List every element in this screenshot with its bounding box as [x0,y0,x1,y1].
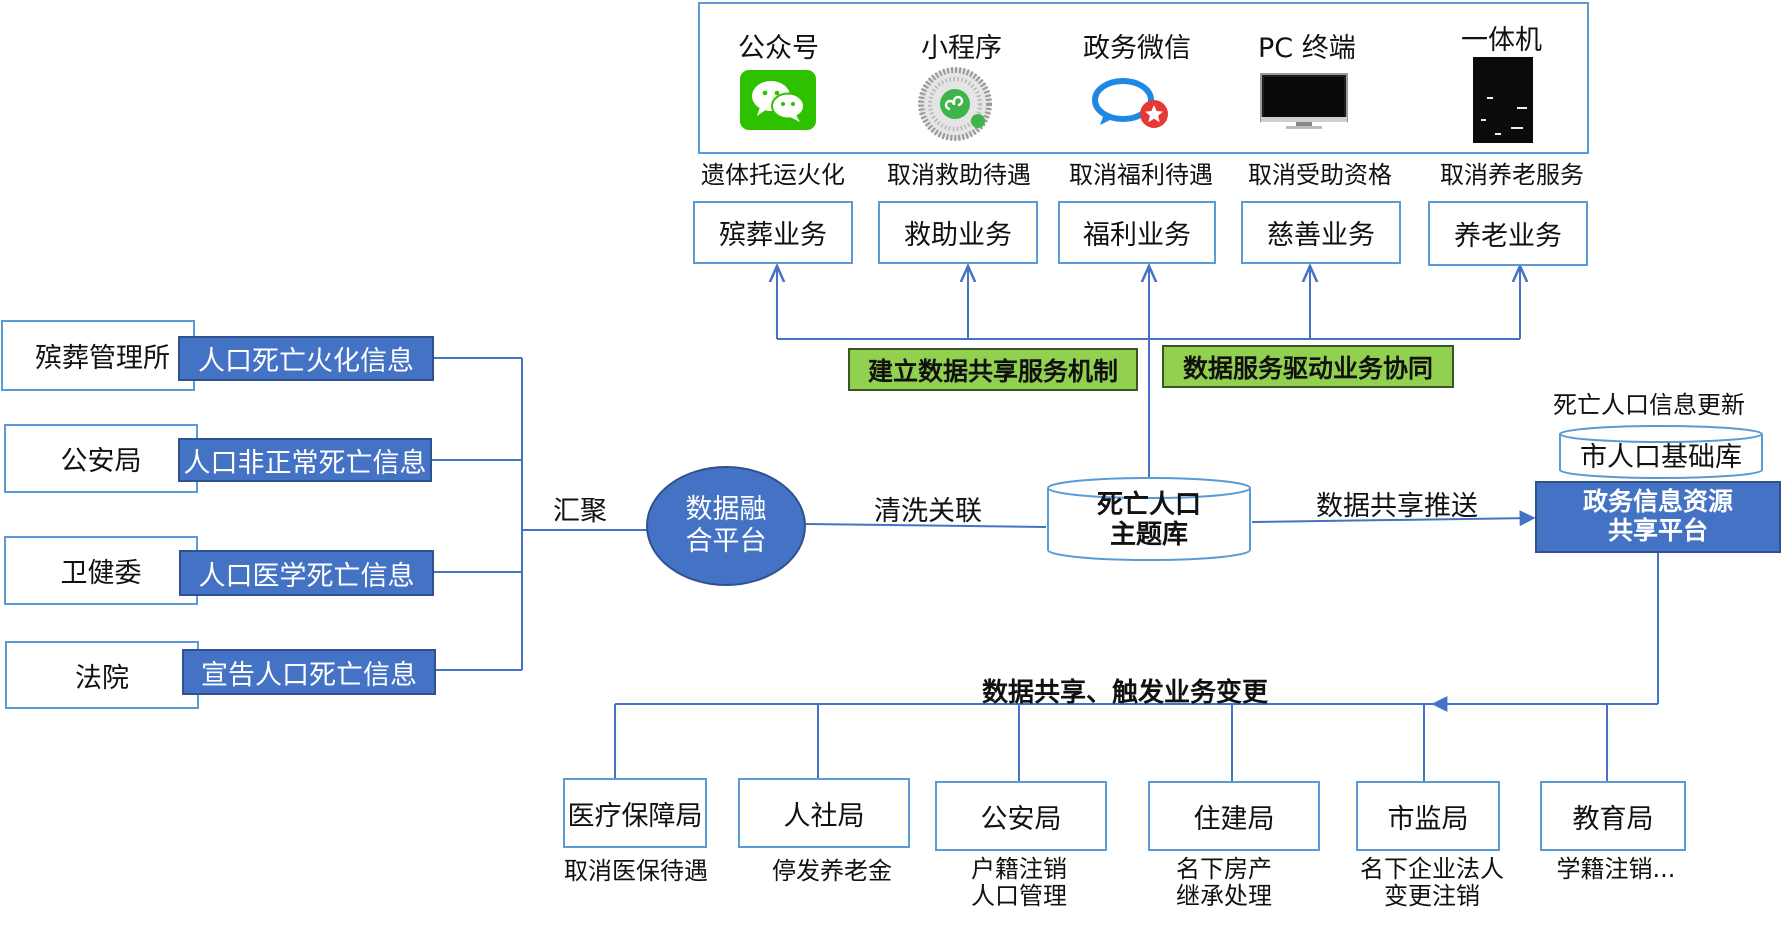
source-org-health-commission: 卫健委 [4,536,198,605]
dept-medical-security: 医疗保障局 [563,778,707,848]
mechanism-service-driven: 数据服务驱动业务协同 [1162,345,1454,388]
gov-wechat-icon [1090,75,1172,133]
kiosk-icon [1473,57,1533,143]
source-org-funeral-office: 殡葬管理所 [1,320,195,391]
action-top-5: 取消养老服务 [1440,161,1584,189]
source-org-police: 公安局 [4,424,198,493]
dept-action-hr: 停发养老金 [772,857,892,885]
dept-action-market: 名下企业法人 变更注销 [1360,855,1504,910]
theme-db-label: 死亡人口主题库 [1096,490,1201,550]
channel-label-kiosk: 一体机 [1461,25,1542,56]
action-top-1: 遗体托运火化 [701,161,845,189]
dept-action-police: 户籍注销 人口管理 [971,855,1067,910]
city-population-database: 市人口基础库 [1558,424,1764,480]
wechat-icon [740,70,816,130]
dept-market-supervision: 市监局 [1356,781,1500,851]
source-info-declared-death: 宣告人口死亡信息 [182,649,436,695]
source-org-court: 法院 [5,641,199,709]
service-elderly: 养老业务 [1428,201,1588,266]
dept-public-security: 公安局 [935,781,1107,851]
channel-label-gov-wechat: 政务微信 [1083,33,1191,64]
dept-housing: 住建局 [1148,781,1320,851]
service-welfare: 福利业务 [1058,201,1216,264]
service-charity: 慈善业务 [1241,201,1401,264]
mechanism-data-sharing: 建立数据共享服务机制 [848,348,1138,391]
dept-education: 教育局 [1540,781,1686,851]
channel-label-mini-program: 小程序 [921,33,1002,64]
source-info-cremation: 人口死亡火化信息 [178,336,434,381]
monitor-icon [1260,73,1348,129]
label-cleanse: 清洗关联 [874,496,982,527]
dept-action-education: 学籍注销... [1556,855,1676,883]
channel-label-official-account: 公众号 [738,33,819,64]
death-theme-database: 死亡人口主题库 [1046,476,1252,562]
label-trigger-change: 数据共享、触发业务变更 [982,678,1269,708]
gov-platform-label: 政务信息资源共享平台 [1582,487,1733,545]
channel-label-pc: PC 终端 [1258,33,1356,64]
source-info-abnormal-death: 人口非正常死亡信息 [178,438,432,482]
dept-human-resources: 人社局 [738,778,910,848]
action-top-3: 取消福利待遇 [1069,161,1213,189]
source-info-medical-death: 人口医学死亡信息 [179,550,434,596]
dept-action-housing: 名下房产 继承处理 [1176,855,1272,910]
action-top-2: 取消救助待遇 [887,161,1031,189]
service-funeral: 殡葬业务 [693,201,853,264]
dept-action-medical: 取消医保待遇 [564,857,708,885]
gov-info-sharing-platform: 政务信息资源共享平台 [1535,481,1781,553]
label-aggregate: 汇聚 [553,496,607,527]
label-share-push: 数据共享推送 [1316,491,1478,522]
city-db-label: 市人口基础库 [1580,441,1742,473]
label-update-note: 死亡人口信息更新 [1553,391,1745,419]
channels-panel [698,2,1589,154]
service-relief: 救助业务 [878,201,1038,264]
action-top-4: 取消受助资格 [1248,161,1392,189]
data-fusion-platform: 数据融合平台 [646,466,806,586]
fusion-label: 数据融合平台 [685,494,767,557]
mini-program-qr-icon [917,66,993,142]
